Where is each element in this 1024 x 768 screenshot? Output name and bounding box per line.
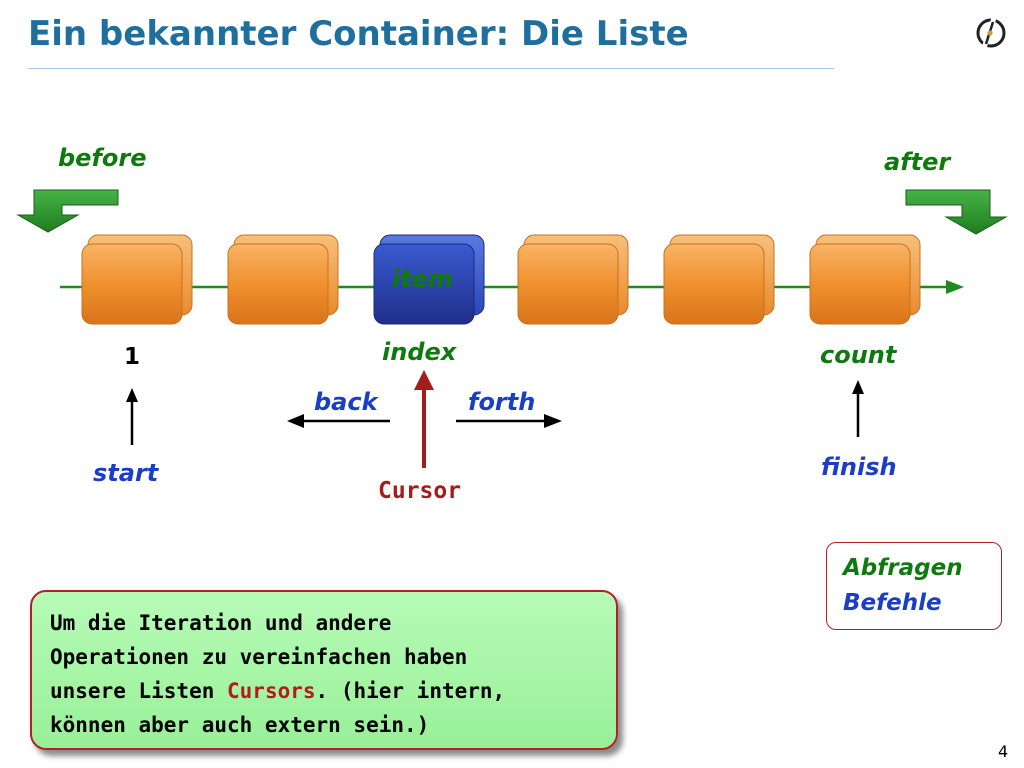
finish-label: finish bbox=[821, 453, 897, 481]
note-line-4: können aber auch extern sein.) bbox=[50, 713, 430, 737]
cursor-label: Cursor bbox=[378, 478, 462, 504]
note-highlight-cursors: Cursors bbox=[227, 679, 316, 703]
note-line-2: Operationen zu vereinfachen haben bbox=[50, 645, 468, 669]
legend-queries: Abfragen bbox=[843, 555, 963, 581]
item-label: item bbox=[392, 265, 453, 293]
index-label: index bbox=[382, 338, 457, 366]
page-number: 4 bbox=[998, 742, 1009, 761]
forth-label: forth bbox=[468, 388, 536, 416]
slide-title: Ein bekannter Container: Die Liste bbox=[28, 14, 689, 54]
legend-commands: Befehle bbox=[843, 590, 942, 616]
list-element-2 bbox=[227, 234, 339, 325]
note-line-3-start: unsere Listen bbox=[50, 679, 228, 703]
list-element-cursor bbox=[373, 234, 485, 325]
before-label: before bbox=[58, 144, 147, 172]
after-label: after bbox=[884, 148, 951, 176]
after-arrow-icon bbox=[905, 189, 1008, 235]
note-box: Um die Iteration und andere Operationen … bbox=[30, 590, 618, 750]
back-label: back bbox=[314, 388, 378, 416]
note-line-1: Um die Iteration und andere bbox=[50, 611, 392, 635]
list-element-4 bbox=[517, 234, 629, 325]
count-label: count bbox=[820, 341, 897, 369]
list-element-6 bbox=[809, 234, 921, 325]
list-line-arrowhead bbox=[946, 280, 964, 294]
note-line-3-end: . (hier intern, bbox=[315, 679, 506, 703]
legend-box: Abfragen Befehle bbox=[826, 542, 1002, 630]
list-element-1 bbox=[81, 234, 193, 325]
title-underline bbox=[28, 68, 834, 69]
eiffel-logo-icon bbox=[976, 17, 1006, 49]
list-element-5 bbox=[663, 234, 775, 325]
start-label: start bbox=[93, 459, 159, 487]
note-line-3: unsere Listen Cursors. (hier intern, bbox=[50, 674, 616, 708]
first-index-label: 1 bbox=[124, 344, 141, 370]
before-arrow-icon bbox=[16, 189, 119, 233]
